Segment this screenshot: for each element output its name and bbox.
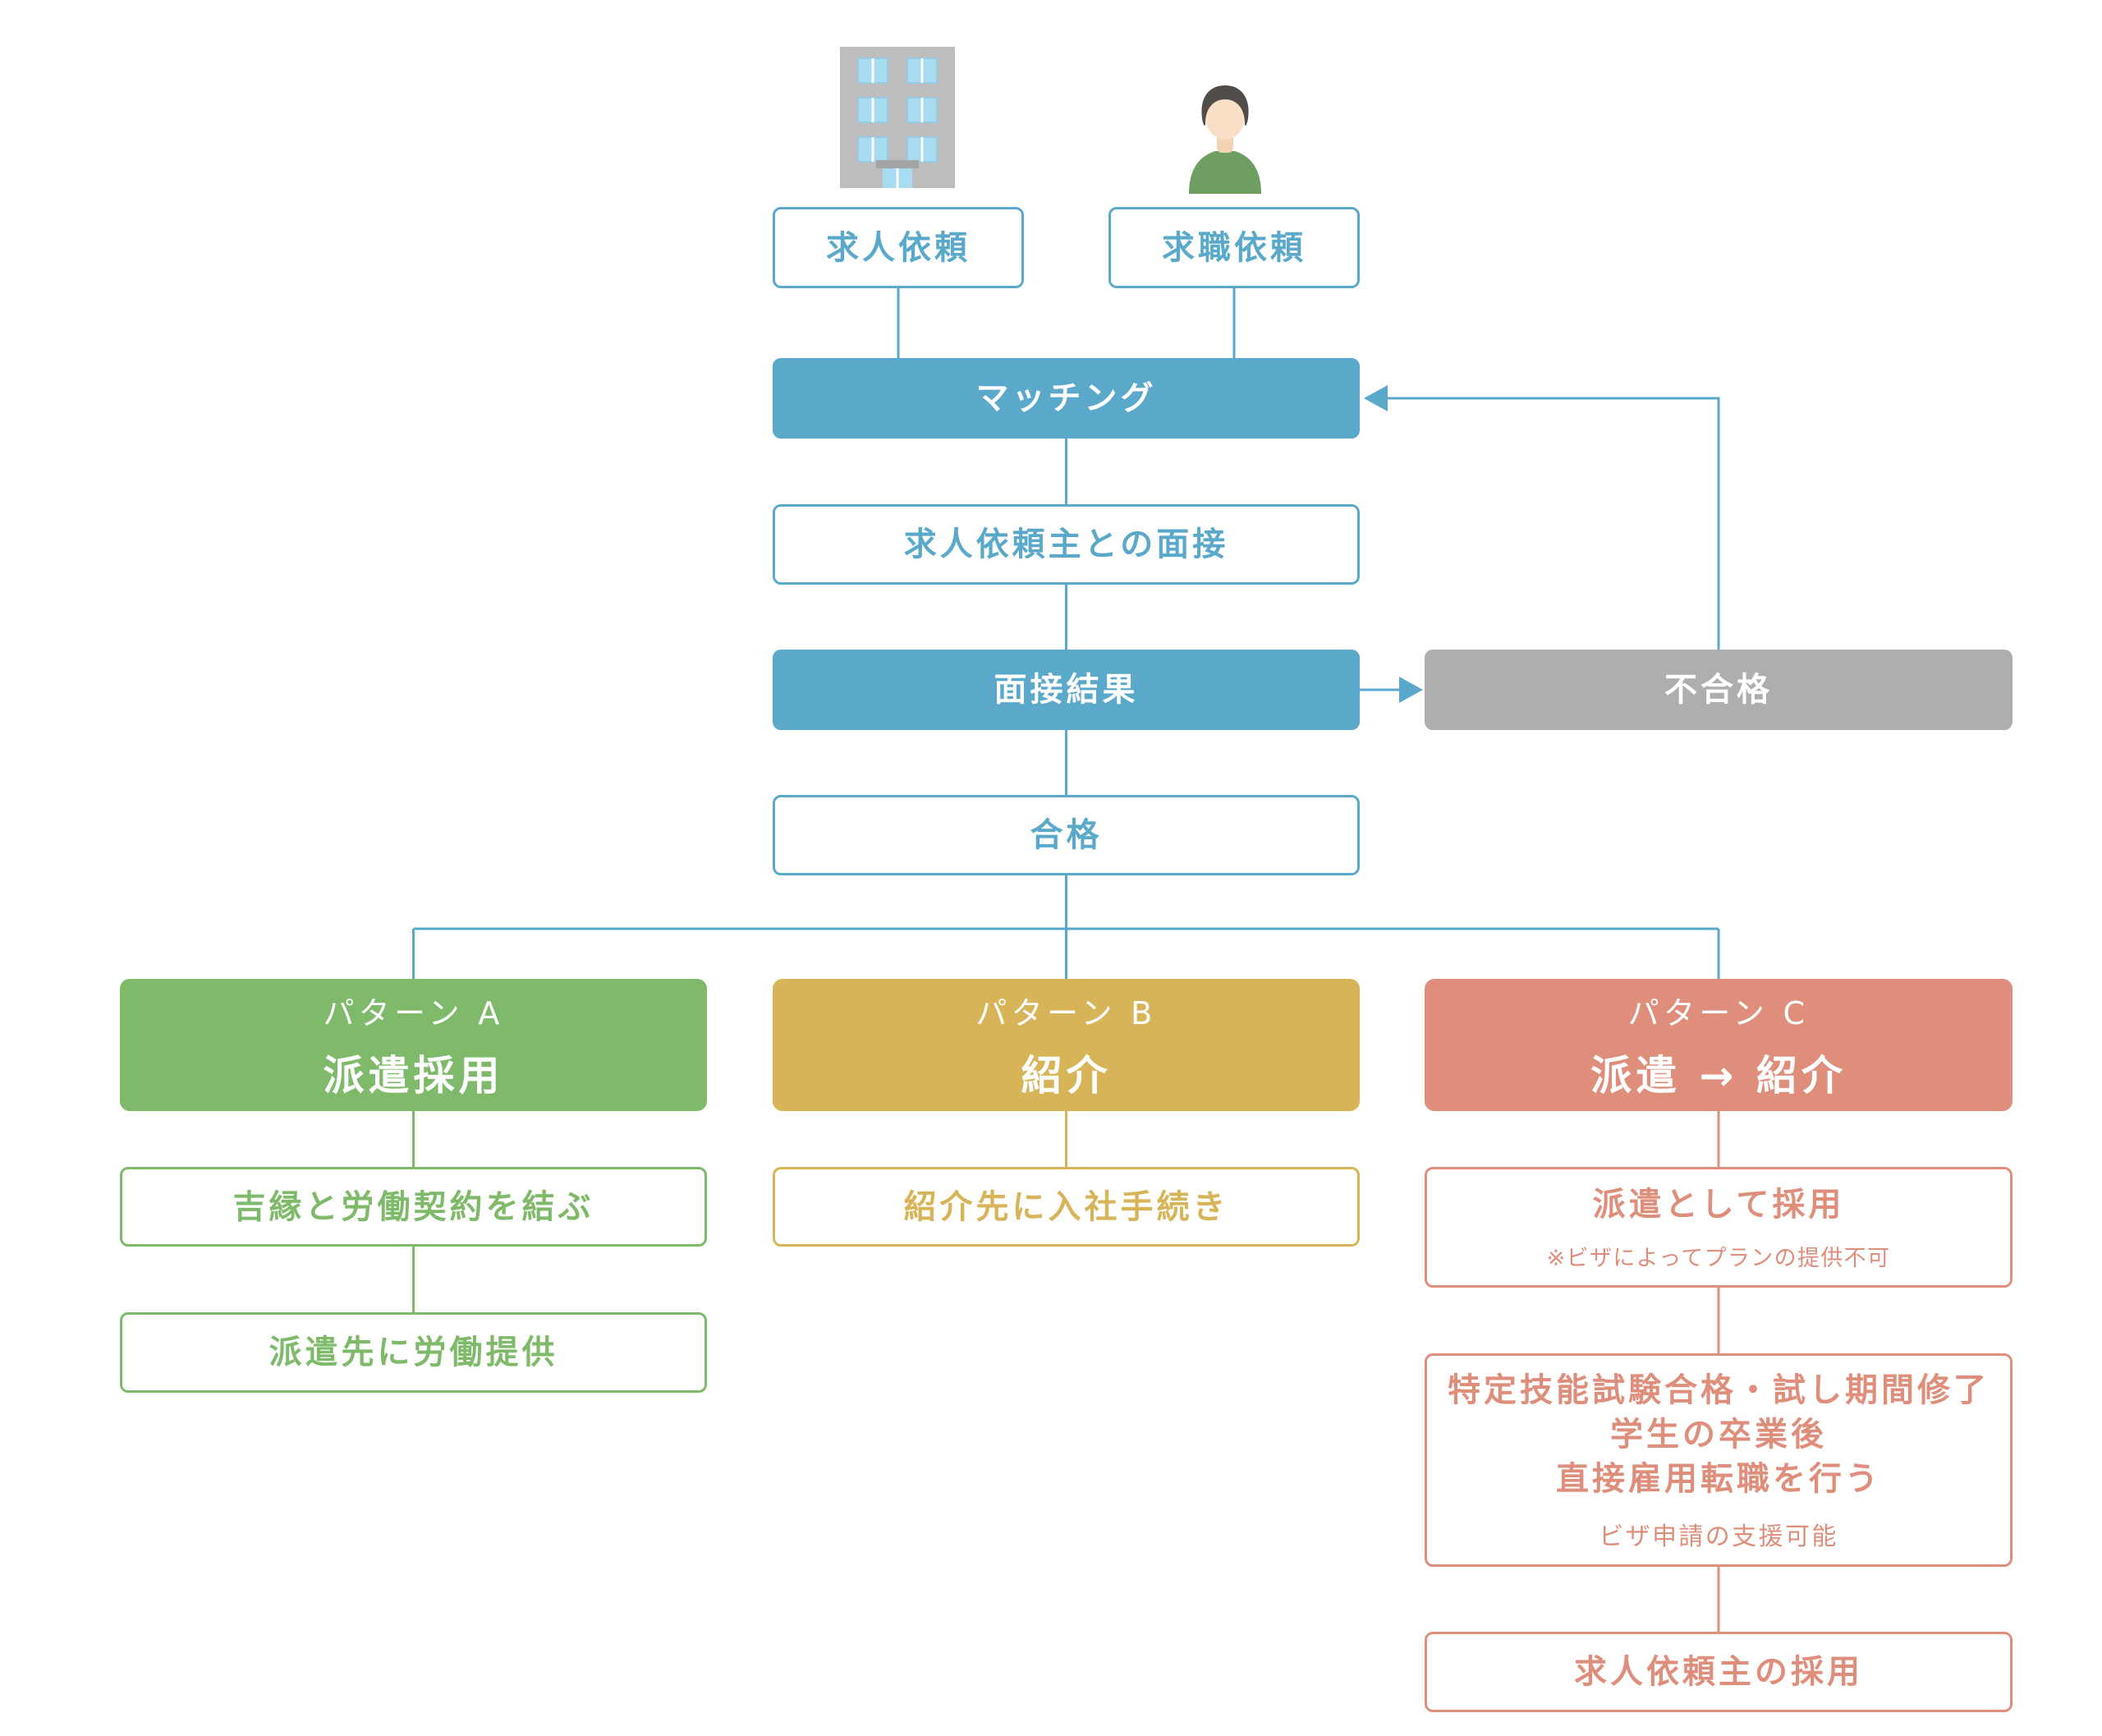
node-seek-request: 求職依頼 [1108,207,1360,288]
pattern-a-title: パターン A [323,995,504,1031]
node-fail-label: 不合格 [1664,671,1773,709]
node-interview: 求人依頼主との面接 [773,504,1360,585]
node-a-contract: 吉縁と労働契約を結ぶ [120,1167,707,1247]
node-interview-label: 求人依頼主との面接 [903,526,1229,563]
node-b-entry-procedure-label: 紹介先に入社手続き [903,1187,1229,1226]
node-pattern-b: パターン B 紹介 [773,979,1360,1111]
node-seek-request-label: 求職依頼 [1162,228,1306,267]
node-b-entry-procedure: 紹介先に入社手続き [773,1167,1360,1247]
node-c-transition: 特定技能試験合格・試し期間修了 学生の卒業後 直接雇用転職を行う ビザ申請の支援… [1425,1353,2013,1567]
node-c-transition-line2: 学生の卒業後 [1610,1416,1827,1454]
node-c-transition-line1: 特定技能試験合格・試し期間修了 [1448,1371,1990,1409]
node-a-provide-labor: 派遣先に労働提供 [120,1312,707,1393]
pattern-a-subtitle: 派遣採用 [323,1052,504,1100]
node-pass-label: 合格 [1030,816,1103,854]
node-fail: 不合格 [1425,650,2013,730]
node-a-contract-label: 吉縁と労働契約を結ぶ [232,1187,594,1226]
node-matching: マッチング [773,358,1360,439]
node-job-request: 求人依頼 [773,207,1024,288]
pattern-c-subtitle: 派遣 → 紹介 [1590,1052,1847,1100]
node-c-hired-as-dispatch: 派遣として採用 ※ビザによってプランの提供不可 [1425,1167,2013,1288]
node-pattern-a: パターン A 派遣採用 [120,979,707,1111]
node-c-visa-note: ※ビザによってプランの提供不可 [1546,1246,1891,1271]
person-icon [1189,85,1261,194]
node-c-transition-line3: 直接雇用転職を行う [1556,1460,1881,1498]
node-c-visa-support-note: ビザ申請の支援可能 [1599,1522,1838,1551]
node-interview-result-label: 面接結果 [994,671,1139,709]
pattern-b-subtitle: 紹介 [1021,1052,1112,1100]
pattern-b-title: パターン B [975,995,1157,1031]
node-c-hired-as-dispatch-label: 派遣として採用 [1592,1186,1845,1224]
node-a-provide-labor-label: 派遣先に労働提供 [268,1334,558,1371]
building-icon [840,47,955,188]
pattern-c-title: パターン C [1627,995,1810,1031]
node-c-hired-by-requester-label: 求人依頼主の採用 [1574,1653,1863,1691]
node-pass: 合格 [773,795,1360,875]
node-matching-label: マッチング [975,379,1157,417]
node-job-request-label: 求人依頼 [826,228,971,267]
node-c-hired-by-requester: 求人依頼主の採用 [1425,1632,2013,1712]
node-interview-result: 面接結果 [773,650,1360,730]
node-pattern-c: パターン C 派遣 → 紹介 [1425,979,2013,1111]
